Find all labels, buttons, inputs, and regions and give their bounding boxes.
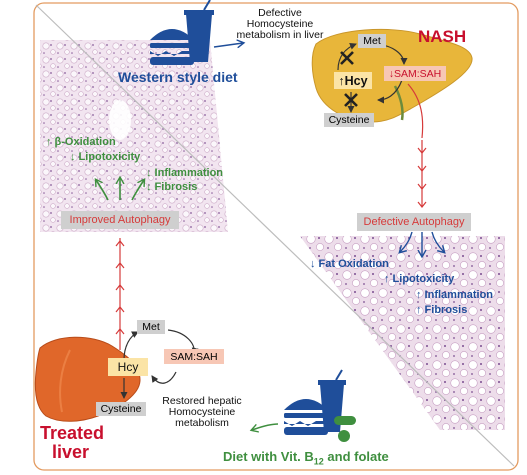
nash-histology-image <box>300 236 505 430</box>
western-diet-label: Western style diet <box>118 69 238 85</box>
autophagy-arrow-1 <box>400 231 413 252</box>
nash-inflammation: ↑ Inflammation <box>416 289 494 301</box>
defect-caption-line-3: metabolism in liver <box>236 29 324 42</box>
treated-liver-lobe-line <box>59 349 71 413</box>
treatment-diet-subscript: 12 <box>313 456 324 467</box>
treated-sam-sah-box: SAM:SAH <box>164 349 224 364</box>
treated-cycle-arrow-3 <box>123 331 139 361</box>
diet-to-defect-arrow <box>213 43 243 47</box>
diet-to-restored-arrow <box>252 423 279 430</box>
improved-autophagy-box: Improved Autophagy <box>61 211 179 229</box>
nash-sam-sah-box: ↓SAM:SAH <box>384 66 446 81</box>
nash-cysteine-box: Cysteine <box>324 113 374 127</box>
treated-met-box: Met <box>137 320 165 334</box>
nash-fibrosis: ↑ Fibrosis <box>416 304 468 316</box>
nash-hcy-box: ↑Hcy <box>334 72 372 89</box>
nash-title: NASH <box>418 27 467 46</box>
cross-mark-icon <box>344 93 358 107</box>
defect-caption-line-2: Homocysteine <box>246 18 314 31</box>
restored-caption: Restored hepatic Homocysteine metabolism <box>152 395 252 430</box>
defect-caption: Defective Homocysteine metabolism in liv… <box>232 7 328 42</box>
treated-liver-title: Treated liver <box>40 424 104 462</box>
autophagy-arrow-3 <box>431 231 444 252</box>
restored-caption-line-3: metabolism <box>175 417 229 430</box>
burger-and-drink-icon <box>150 0 214 65</box>
restored-caption-line-1: Restored hepatic <box>162 395 242 407</box>
nash-met-box: Met <box>358 34 386 48</box>
treated-beta-oxidation: ↑ β-Oxidation <box>46 136 116 148</box>
treated-fibrosis: ↓ Fibrosis <box>146 181 198 193</box>
nash-cycle-arrow-2 <box>377 79 403 104</box>
nash-fat-oxidation: ↓ Fat Oxidation <box>310 258 389 270</box>
red-chevron-arrows-down <box>417 147 427 208</box>
treated-title-line-2: liver <box>52 441 90 462</box>
cross-mark-icon <box>340 51 354 65</box>
treated-title-line-1: Treated <box>40 423 105 443</box>
histology-vein <box>109 100 131 140</box>
treatment-diet-suffix: and folate <box>323 449 389 464</box>
defect-caption-line-1: Defective <box>258 7 302 19</box>
treated-effect-arrow-1 <box>96 180 109 201</box>
treatment-diet-label: Diet with Vit. B12 and folate <box>223 450 389 467</box>
treated-cycle-arrow-2 <box>151 371 177 384</box>
treatment-diet-text: Diet with Vit. B <box>223 449 314 464</box>
treated-histology-image <box>40 40 228 232</box>
treated-inflammation: ↓ Inflammation <box>146 167 224 179</box>
treated-hcy-box: Hcy <box>108 358 148 376</box>
red-chevron-arrows-up <box>115 240 125 335</box>
diagonal-divider <box>35 4 515 467</box>
nash-exit-curve <box>407 83 424 139</box>
nash-gallbladder-duct <box>393 85 404 121</box>
restored-caption-line-2: Homocysteine <box>168 406 236 419</box>
treated-effect-arrow-3 <box>131 180 144 201</box>
defective-autophagy-box: Defective Autophagy <box>357 213 471 231</box>
nash-lipotoxicity: ↑ Lipotoxicity <box>384 273 455 285</box>
burger-drink-and-pills-icon <box>284 369 356 442</box>
treated-cysteine-box: Cysteine <box>96 402 146 416</box>
treated-lipotoxicity: ↓ Lipotoxicity <box>70 151 141 163</box>
